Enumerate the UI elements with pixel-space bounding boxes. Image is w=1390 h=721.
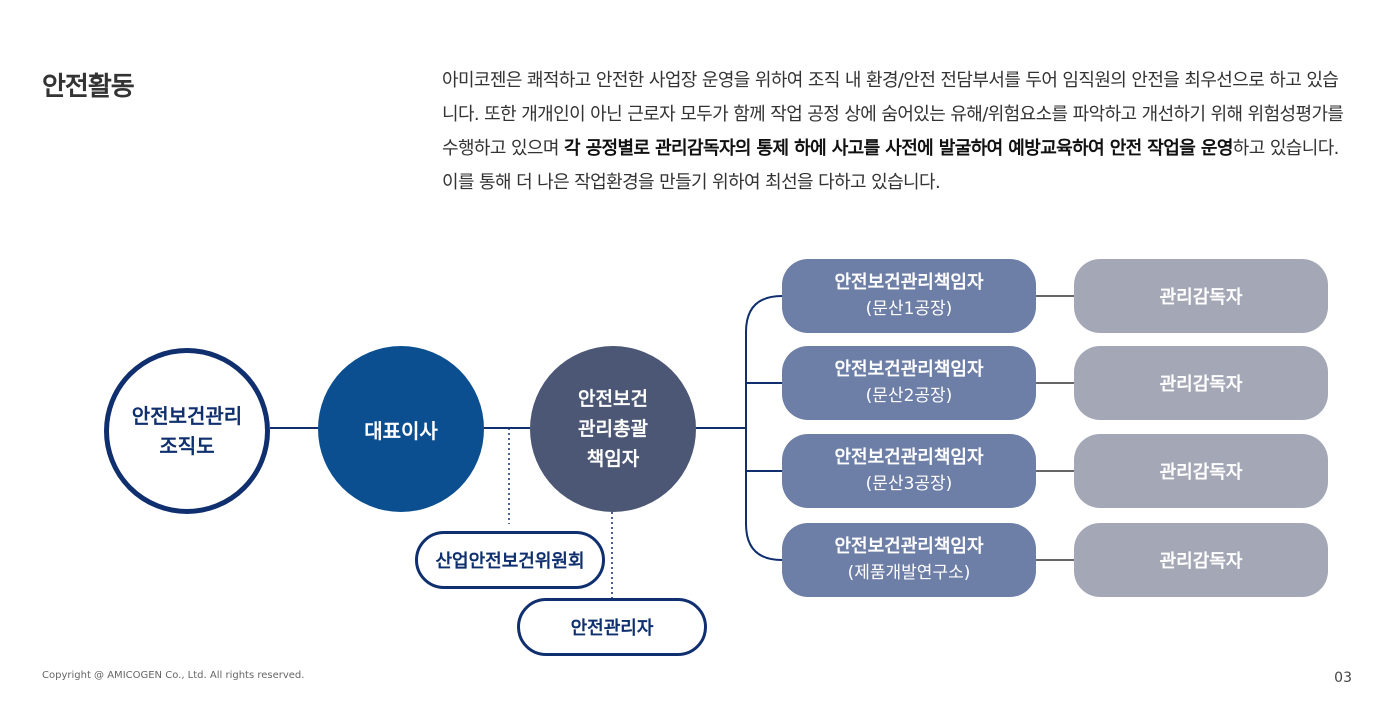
org-chart-root-node: 안전보건관리 조직도 xyxy=(104,348,270,514)
supervisor-label: 관리감독자 xyxy=(1159,462,1243,483)
manager-site: (문산3공장) xyxy=(865,474,953,494)
manager-node-1: 안전보건관리책임자 (문산1공장) xyxy=(782,259,1036,333)
supervisor-label: 관리감독자 xyxy=(1159,374,1243,395)
description-text-bold: 각 공정별로 관리감독자의 통제 하에 사고를 사전에 발굴하여 예방교육하여 … xyxy=(563,138,1233,159)
manager-site: (제품개발연구소) xyxy=(847,563,971,583)
manager-title: 안전보건관리책임자 xyxy=(834,536,984,557)
chief-officer-node: 안전보건 관리총괄 책임자 xyxy=(530,346,696,512)
description-paragraph: 아미코젠은 쾌적하고 안전한 사업장 운영을 위하여 조직 내 환경/안전 전담… xyxy=(442,64,1354,200)
root-line-1: 안전보건관리 xyxy=(131,404,243,428)
manager-node-3: 안전보건관리책임자 (문산3공장) xyxy=(782,434,1036,508)
description-text-1: 아미코젠은 쾌적하고 안전한 사업장 운영을 위하여 조직 내 환경/안전 전담… xyxy=(442,70,1344,159)
manager-site: (문산1공장) xyxy=(865,299,953,319)
supervisor-node-1: 관리감독자 xyxy=(1074,259,1328,333)
chief-line-3: 책임자 xyxy=(586,448,640,470)
committee-node: 산업안전보건위원회 xyxy=(415,531,605,589)
supervisor-label: 관리감독자 xyxy=(1159,551,1243,572)
safety-manager-node: 안전관리자 xyxy=(517,598,707,656)
supervisor-label: 관리감독자 xyxy=(1159,287,1243,308)
manager-title: 안전보건관리책임자 xyxy=(834,272,984,293)
manager-node-4: 안전보건관리책임자 (제품개발연구소) xyxy=(782,523,1036,597)
supervisor-node-2: 관리감독자 xyxy=(1074,346,1328,420)
ceo-node: 대표이사 xyxy=(318,346,484,512)
ceo-label: 대표이사 xyxy=(364,418,438,443)
safety-manager-label: 안전관리자 xyxy=(570,618,654,639)
manager-site: (문산2공장) xyxy=(865,386,953,406)
manager-title: 안전보건관리책임자 xyxy=(834,447,984,468)
supervisor-node-3: 관리감독자 xyxy=(1074,434,1328,508)
page-title: 안전활동 xyxy=(42,72,135,102)
manager-title: 안전보건관리책임자 xyxy=(834,359,984,380)
chief-line-1: 안전보건 xyxy=(578,388,648,410)
page-number: 03 xyxy=(1334,670,1352,686)
root-line-2: 조직도 xyxy=(159,434,215,458)
copyright-text: Copyright @ AMICOGEN Co., Ltd. All right… xyxy=(42,670,305,681)
description-text-3: 하고 있습니다. 이를 통해 더 나은 작업환경을 만들기 위하여 최선을 다하… xyxy=(442,138,1339,193)
manager-node-2: 안전보건관리책임자 (문산2공장) xyxy=(782,346,1036,420)
committee-label: 산업안전보건위원회 xyxy=(435,551,585,572)
connector-branch-bracket xyxy=(745,295,783,561)
chief-line-2: 관리총괄 xyxy=(578,418,648,440)
supervisor-node-4: 관리감독자 xyxy=(1074,523,1328,597)
